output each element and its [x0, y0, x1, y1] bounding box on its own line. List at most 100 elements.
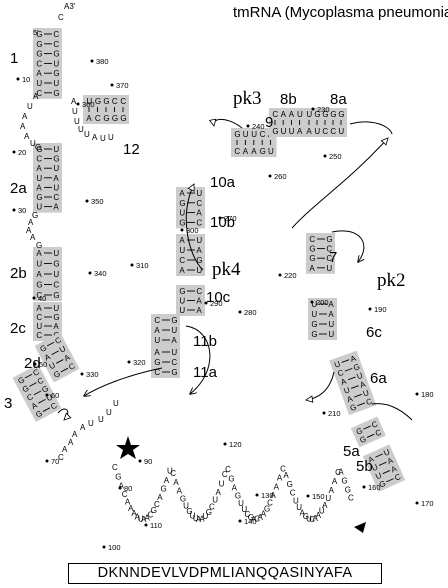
loop-base: U: [212, 496, 218, 505]
helix-base: U: [179, 246, 185, 255]
pseudoknot-connectors: [57, 119, 413, 420]
loop-base: A: [332, 477, 338, 486]
helix-base: G: [120, 114, 126, 123]
pseudoknot-labels: pk3 pk4 pk2: [212, 88, 406, 291]
helix-base: U: [45, 392, 55, 403]
loop-base: A: [33, 92, 39, 101]
helix-box: [362, 444, 406, 492]
helix-base: C: [196, 287, 202, 296]
position-dot: [218, 216, 222, 220]
helix-base: U: [36, 203, 42, 212]
position-dot: [12, 150, 16, 154]
loop-base: C: [148, 511, 154, 520]
helix-base: U: [179, 209, 185, 218]
loop-base: G: [180, 495, 186, 504]
loop-base: U: [306, 514, 312, 523]
helix-base: G: [314, 110, 320, 119]
helix-box: [329, 350, 377, 416]
loop-base: A: [270, 491, 276, 500]
helix-base: A: [196, 306, 202, 315]
helix-base: G: [311, 320, 317, 329]
loop-base: A: [24, 132, 30, 141]
position-number: 80: [124, 484, 132, 493]
helix-label-10b: 10b: [210, 214, 235, 231]
loop-base: C: [170, 469, 176, 478]
diagram-title: tmRNA (Mycoplasma pneumoniae): [233, 4, 448, 21]
position-dot: [306, 494, 310, 498]
position-dot: [85, 199, 89, 203]
position-dot: [16, 77, 20, 81]
helix-base: A: [359, 379, 368, 390]
helix-base: U: [314, 127, 320, 136]
position-dot: [323, 154, 327, 158]
loop-base: C: [222, 470, 228, 479]
loop-base: A: [283, 471, 289, 480]
position-number: 280: [244, 308, 257, 317]
position-number: 170: [421, 499, 434, 508]
helix-base: G: [103, 114, 109, 123]
loop-base: U: [72, 107, 78, 116]
position-dot: [278, 273, 282, 277]
helix-base: G: [272, 127, 278, 136]
loop-base: C: [309, 515, 315, 524]
loop-base: A: [128, 504, 134, 513]
helix-base: A: [30, 400, 40, 411]
helix-base: A: [367, 454, 376, 465]
helix-base: C: [272, 110, 278, 119]
loop-base: C: [209, 502, 215, 511]
loop-base: C: [112, 463, 118, 472]
loop-base: C: [122, 490, 128, 499]
helix-base: G: [53, 89, 59, 98]
helix-base: A: [53, 203, 59, 212]
helix-label-6a: 6a: [370, 370, 387, 387]
loop-base: U: [219, 479, 225, 488]
loop-base: U: [100, 134, 106, 143]
loop-base: A: [277, 474, 283, 483]
helix-base: U: [338, 127, 344, 136]
loop-base: G: [186, 507, 192, 516]
arrowhead-icon: [354, 522, 366, 533]
loop-base: A: [135, 513, 141, 522]
helix-base: U: [36, 260, 42, 269]
loop-base: A: [329, 486, 335, 495]
helix-base: A: [154, 326, 160, 335]
position-dot: [33, 362, 37, 366]
position-dot: [90, 59, 94, 63]
loop-base: A: [141, 515, 147, 524]
helix-base: G: [196, 256, 202, 265]
position-dot: [32, 296, 36, 300]
helix-label-10a: 10a: [210, 174, 236, 191]
base-pair-bond: [350, 385, 359, 389]
helix-base: A: [36, 304, 42, 313]
position-dot: [204, 301, 208, 305]
position-number: 70: [51, 457, 59, 466]
position-dot: [127, 360, 131, 364]
helix-base: G: [322, 110, 328, 119]
loop-base: A: [164, 476, 170, 485]
loop-base: U: [84, 130, 90, 139]
base-pair-bond: [344, 367, 353, 372]
position-number: 20: [18, 148, 26, 157]
helix-base: U: [171, 348, 177, 357]
helix-base: A: [349, 353, 358, 364]
loop-base: A: [199, 514, 205, 523]
helix-base: A: [196, 246, 202, 255]
helix-base: C: [171, 358, 177, 367]
loop-base: A: [28, 218, 34, 227]
position-number: 320: [133, 358, 146, 367]
loop-base: U: [319, 507, 325, 516]
helix-label-7: 7: [329, 249, 337, 266]
loop-base: G: [32, 211, 38, 220]
position-dot: [368, 307, 372, 311]
three-prime-end: A3': [64, 2, 76, 11]
loop-base: C: [58, 453, 64, 462]
star-icon: [116, 436, 140, 459]
loop-base: A: [177, 487, 183, 496]
